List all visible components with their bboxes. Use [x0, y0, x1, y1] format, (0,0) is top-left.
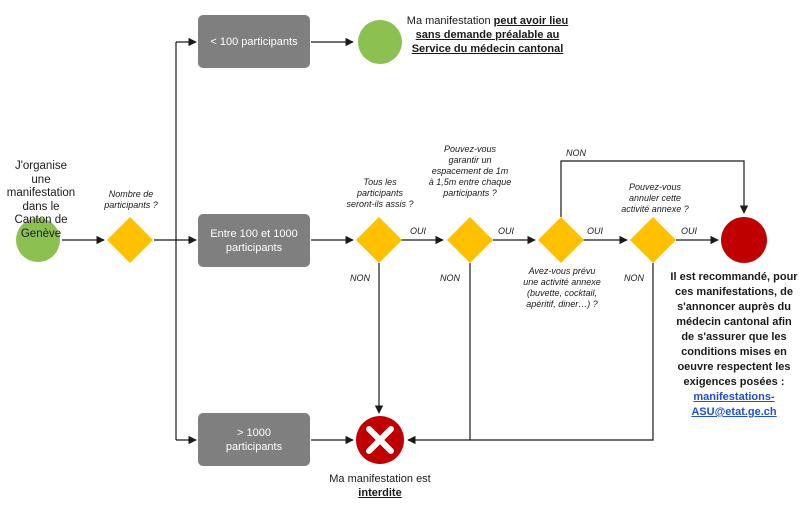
box-large-label: > 1000 participants — [225, 426, 283, 453]
outcome-allowed-node — [358, 20, 402, 64]
question-annex: Avez-vous prévu une activité annexe (buv… — [523, 266, 601, 309]
start-label: J'organise une manifestation dans le Can… — [6, 160, 76, 240]
outcome-forbidden-emphasis: interdite — [358, 487, 402, 499]
outcome-allowed-emphasis: peut avoir lieu sans demande préalable a… — [411, 15, 569, 55]
outcome-allowed-prefix: Ma manifestation — [406, 15, 494, 27]
box-small-label: < 100 participants — [210, 35, 298, 48]
outcome-recommended-text: Il est recommandé, pour ces manifestatio… — [670, 270, 798, 420]
decision-annex — [538, 217, 584, 263]
start-node — [16, 218, 60, 262]
box-large-participants: > 1000 participants — [198, 413, 310, 466]
outcome-forbidden-text: Ma manifestation est interdite — [310, 472, 450, 500]
edge-label-yes-1: OUI — [410, 226, 427, 236]
edge-q5-no-to-forbidden — [407, 263, 654, 445]
decision-cancel-annex — [630, 217, 676, 263]
outcome-forbidden-prefix: Ma manifestation est — [329, 473, 431, 485]
close-x-icon — [356, 416, 404, 464]
box-medium-participants: Entre 100 et 1000 participants — [198, 214, 310, 267]
edge-label-yes-3: OUI — [587, 226, 604, 236]
question-participants: Nombre de participants ? — [104, 189, 158, 210]
box-medium-label: Entre 100 et 1000 participants — [210, 227, 298, 254]
edge-label-yes-2: OUI — [498, 226, 515, 236]
outcome-recommended-body: Il est recommandé, pour ces manifestatio… — [670, 271, 798, 388]
edge-q4-no-to-red — [560, 160, 749, 217]
question-seated: Tous les participants seront-ils assis ? — [346, 177, 414, 209]
outcome-recommended-node — [721, 217, 767, 263]
connectors — [62, 37, 749, 445]
outcome-allowed-text: Ma manifestation peut avoir lieu sans de… — [395, 14, 580, 56]
question-spacing: Pouvez-vous garantir un espacement de 1m… — [428, 144, 512, 198]
edge-label-no-1: NON — [350, 273, 370, 283]
question-cancel-annex: Pouvez-vous annuler cette activité annex… — [621, 182, 689, 214]
edge-label-no-2: NON — [440, 273, 460, 283]
decision-participants — [107, 217, 153, 263]
edge-label-yes-4: OUI — [681, 226, 698, 236]
box-small-participants: < 100 participants — [198, 15, 310, 68]
decision-spacing — [447, 217, 493, 263]
decision-seated — [356, 217, 402, 263]
edge-label-no-3: NON — [624, 273, 644, 283]
edge-label-no-4: NON — [566, 148, 586, 158]
contact-email-link[interactable]: manifestations-ASU@etat.ge.ch — [691, 391, 777, 418]
